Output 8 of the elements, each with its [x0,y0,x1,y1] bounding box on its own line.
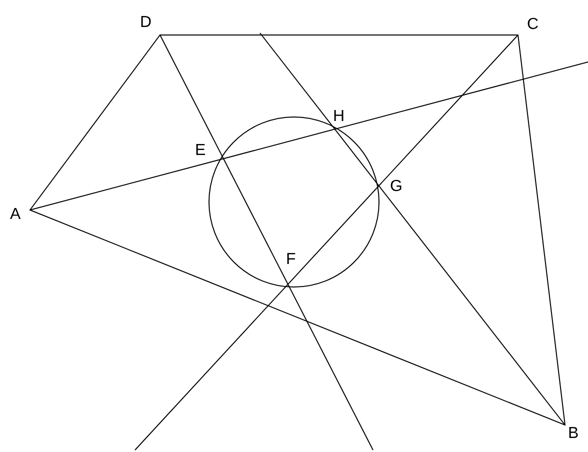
point-label: F [286,252,296,268]
point-label: B [568,426,579,442]
point-label: H [333,109,345,125]
point-label: A [10,207,21,223]
point-label: G [390,179,402,195]
point-label: E [195,143,206,159]
point-label: C [527,17,539,33]
point-label: D [140,15,152,31]
